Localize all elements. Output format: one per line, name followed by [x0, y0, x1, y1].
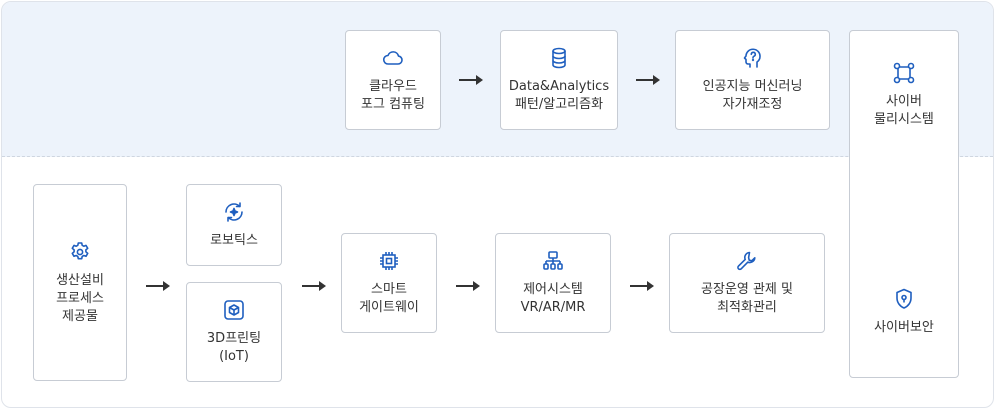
cyber-physical-system-box: 사이버 물리시스템 사이버보안 [849, 30, 959, 378]
cloud-label-2: 포그 컴퓨팅 [361, 97, 425, 112]
database-icon [547, 46, 571, 70]
wrench-icon [735, 249, 759, 273]
cyber-physical-label-1: 사이버 [886, 94, 922, 109]
production-label-3: 제공물 [62, 308, 98, 324]
data-analytics-label-1: Data&Analytics [508, 79, 610, 94]
cloud-icon [381, 46, 405, 70]
gear-icon [68, 240, 92, 264]
factory-operations-label-1: 공장운영 관제 및 [701, 282, 793, 297]
smart-gateway-box: 스마트 게이트웨이 [341, 233, 437, 333]
cloud-label-1: 클라우드 [369, 79, 417, 94]
robot-cycle-icon [222, 200, 246, 224]
3d-printing-label-2: (IoT) [219, 349, 249, 364]
arrow-right-icon [145, 280, 171, 292]
smart-gateway-label-1: 스마트 [371, 282, 407, 297]
arrow-right-icon [455, 280, 481, 292]
data-analytics-box: Data&Analytics 패턴/알고리즘화 [500, 30, 618, 130]
ai-label-2: 자가재조정 [722, 97, 783, 112]
data-analytics-label-2: 패턴/알고리즘화 [514, 97, 604, 112]
arrow-right-icon [301, 280, 327, 292]
cyber-physical-label-2: 물리시스템 [874, 112, 934, 127]
cloud-layer-band [2, 2, 993, 157]
arrow-right-icon [635, 74, 661, 86]
cyber-security-label: 사이버보안 [874, 320, 934, 335]
smart-gateway-label-2: 게이트웨이 [359, 300, 419, 315]
robotics-box: 로보틱스 [186, 184, 282, 266]
brain-icon [741, 46, 765, 70]
arrow-right-icon [629, 280, 655, 292]
production-box: 생산설비 프로세스 제공물 [33, 184, 127, 381]
production-label-2: 프로세스 [56, 290, 104, 306]
cube-icon [222, 298, 246, 322]
hierarchy-icon [541, 249, 565, 273]
robotics-label: 로보틱스 [210, 233, 258, 248]
3d-printing-box: 3D프린팅 (IoT) [186, 282, 282, 382]
shield-icon [892, 287, 916, 311]
production-label-1: 생산설비 [56, 272, 104, 288]
control-system-label-1: 제어시스템 [523, 282, 583, 297]
cyber-security-group: 사이버보안 [850, 287, 958, 337]
network-icon [892, 61, 916, 85]
3d-printing-label-1: 3D프린팅 [206, 331, 262, 346]
ai-label-1: 인공지능 머신러닝 [702, 79, 803, 94]
factory-operations-label-2: 최적화관리 [717, 300, 777, 315]
control-system-box: 제어시스템 VR/AR/MR [495, 233, 611, 333]
control-system-label-2: VR/AR/MR [520, 300, 586, 315]
ai-machine-learning-box: 인공지능 머신러닝 자가재조정 [675, 30, 830, 130]
cloud-computing-box: 클라우드 포그 컴퓨팅 [345, 30, 441, 130]
chip-icon [377, 249, 401, 273]
arrow-right-icon [458, 74, 484, 86]
factory-operations-box: 공장운영 관제 및 최적화관리 [669, 233, 825, 333]
cyber-physical-group: 사이버 물리시스템 [850, 61, 958, 129]
